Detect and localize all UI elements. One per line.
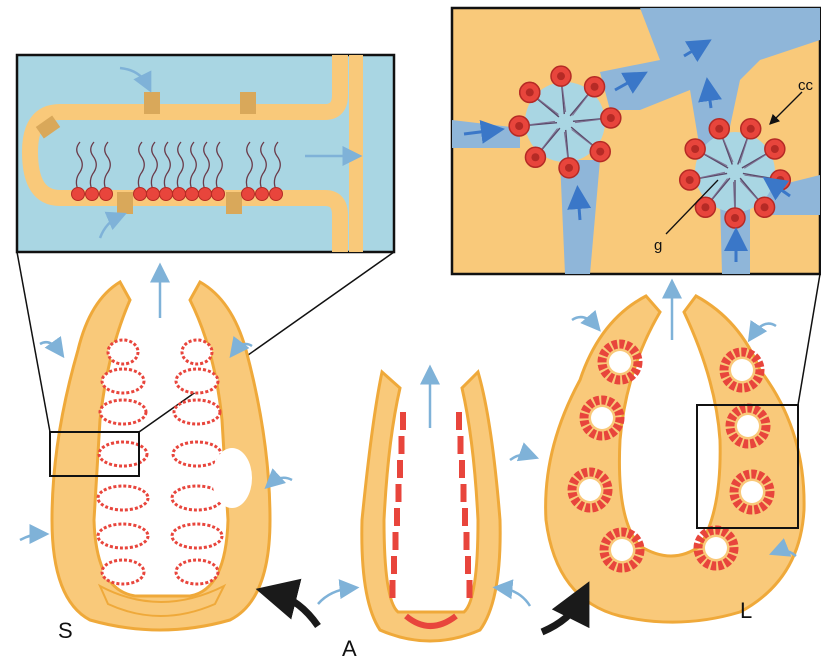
nucleus [771, 145, 779, 153]
chamber-lumen [609, 351, 631, 373]
inflow-arrow [318, 588, 352, 604]
label-S: S [58, 618, 73, 643]
sponge-asconoid [318, 372, 530, 641]
choanocyte-segment [467, 580, 473, 598]
nucleus [747, 125, 755, 133]
choanocyte-segment [394, 508, 400, 526]
choanocyte-segment [462, 508, 468, 526]
label-g: g [654, 237, 662, 254]
transition-arrow-to-L [542, 600, 580, 632]
nucleus [607, 114, 615, 122]
choanocyte [147, 188, 160, 201]
radial-canal [182, 340, 212, 364]
radial-canal [176, 560, 218, 584]
radial-canal [102, 560, 144, 584]
choanocyte-segment [396, 484, 402, 502]
choanocyte-segment [400, 412, 406, 430]
choanocyte-segment [399, 436, 405, 454]
pore [226, 192, 242, 214]
label-L: L [740, 598, 752, 623]
choanocyte-segment [393, 532, 399, 550]
zoom-line [798, 274, 820, 405]
nucleus [515, 122, 523, 130]
inset-leuconoid-chambers: cc g [452, 8, 820, 274]
nucleus [715, 125, 723, 133]
inflow-arrow [270, 478, 292, 484]
choanocyte [270, 188, 283, 201]
zoom-line [139, 252, 394, 432]
choanocyte-segment [464, 532, 470, 550]
inflow-arrow [500, 588, 530, 606]
choanocyte [160, 188, 173, 201]
inflow-arrow [20, 534, 42, 540]
nucleus [761, 203, 769, 211]
sponge-body-L [546, 296, 804, 622]
nucleus [526, 88, 534, 96]
inflow-arrow [752, 324, 776, 336]
choanocyte [72, 188, 85, 201]
pore [144, 92, 160, 114]
choanocyte [173, 188, 186, 201]
radial-canal [172, 524, 222, 548]
inflow-arrow [578, 194, 580, 220]
label-A: A [342, 636, 357, 661]
nucleus [691, 145, 699, 153]
radial-canal [100, 400, 146, 424]
nucleus [591, 83, 599, 91]
nucleus [701, 203, 709, 211]
choanocyte [186, 188, 199, 201]
inset-syconoid-chamber [17, 55, 394, 252]
choanocyte-lining [390, 412, 473, 626]
inflow-arrow [510, 455, 532, 460]
choanocyte-segment [397, 460, 403, 478]
chamber-lumen [731, 359, 753, 381]
choanocyte-segment [465, 556, 471, 574]
radial-canal [173, 442, 221, 466]
radial-canal [98, 524, 148, 548]
nucleus [776, 176, 784, 184]
nucleus [731, 214, 739, 222]
nucleus [686, 176, 694, 184]
chamber-lumen [741, 481, 763, 503]
chamber-lumen [591, 407, 613, 429]
radial-canal [174, 400, 220, 424]
sponge-leuconoid [510, 286, 804, 622]
choanocyte-segment [391, 556, 397, 574]
radial-canals [98, 340, 222, 584]
chamber-lumen [611, 539, 633, 561]
choanocyte-segment [458, 436, 464, 454]
transition-arrow-to-S [276, 594, 318, 626]
pore [240, 92, 256, 114]
choanocyte-segment [459, 460, 465, 478]
chamber-lumen [737, 415, 759, 437]
nucleus [596, 148, 604, 156]
choanocyte-segment [390, 580, 396, 598]
chamber-lumen [579, 479, 601, 501]
chamber-lumen [705, 537, 727, 559]
blank-patch [212, 448, 252, 508]
pore [117, 192, 133, 214]
choanocyte [212, 188, 225, 201]
choanocyte [199, 188, 212, 201]
radial-canal [98, 486, 148, 510]
choanocyte-segment [456, 412, 462, 430]
label-cc: cc [798, 77, 814, 94]
choanocyte [86, 188, 99, 201]
choanocyte [134, 188, 147, 201]
radial-canal [102, 369, 144, 393]
nucleus [557, 72, 565, 80]
choanocyte [256, 188, 269, 201]
nucleus [565, 164, 573, 172]
inflow-arrow [572, 317, 596, 326]
radial-canal [108, 340, 138, 364]
choanocyte [242, 188, 255, 201]
choanocyte [100, 188, 113, 201]
sponge-syconoid [20, 270, 292, 630]
choanocyte-segment [461, 484, 467, 502]
inflow-arrow [40, 342, 60, 352]
radial-canal [176, 369, 218, 393]
nucleus [531, 153, 539, 161]
